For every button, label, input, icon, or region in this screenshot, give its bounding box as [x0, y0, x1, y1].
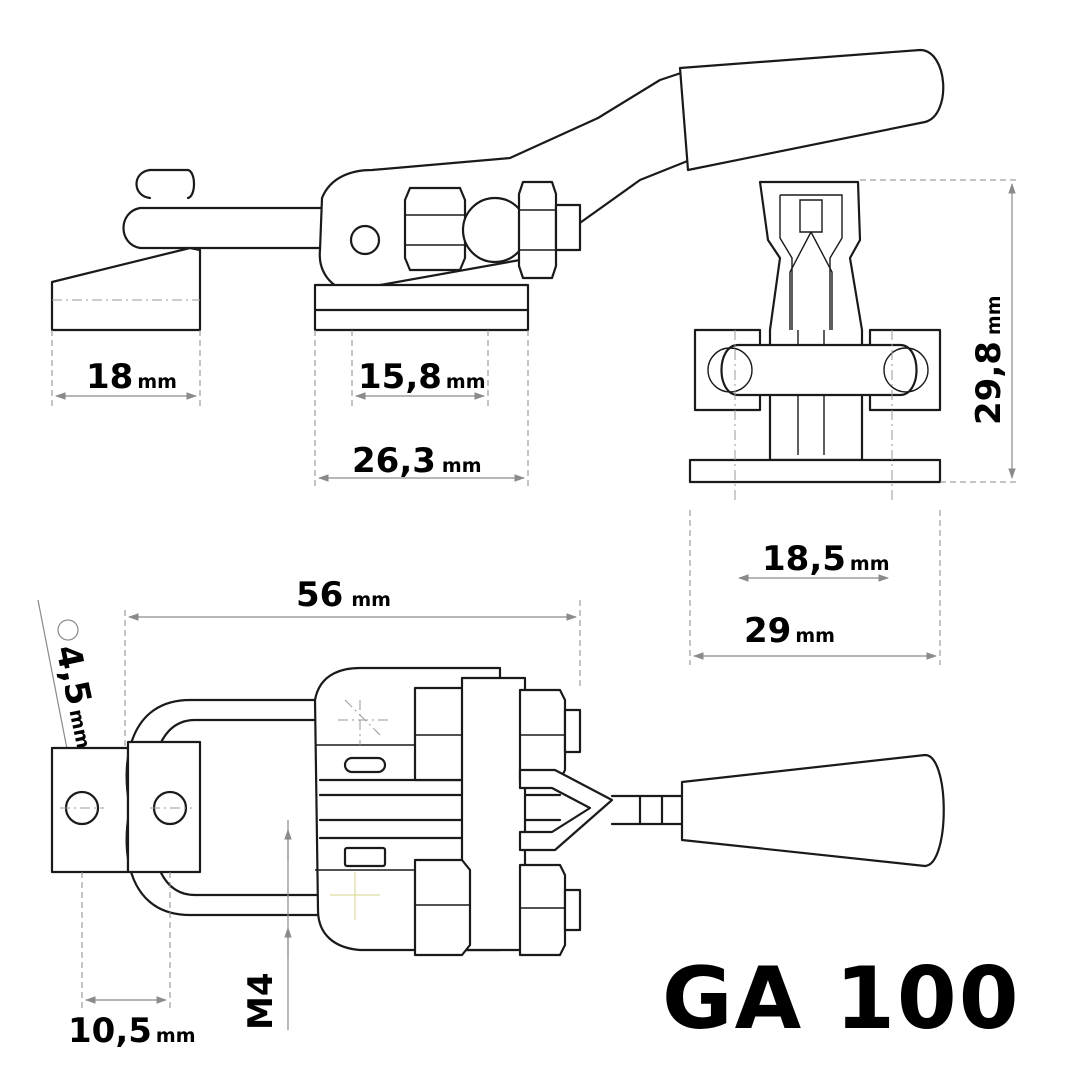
bottom-nut-1: [413, 858, 472, 957]
top-handle-grip: [680, 753, 945, 868]
handle-shaft: [610, 794, 687, 826]
front-body: [758, 180, 864, 462]
ball-joint: [461, 196, 529, 264]
hook-plate: [50, 746, 130, 874]
loop-bar: [720, 343, 918, 397]
slide-block: [460, 676, 527, 952]
front-base: [688, 458, 942, 484]
handle-grip: [678, 48, 945, 172]
model-title: GA 100: [662, 949, 1021, 1049]
hex-nut: [403, 186, 467, 272]
screw-end: [554, 203, 582, 252]
hook-base: [50, 246, 202, 332]
hook-tip: [135, 168, 152, 200]
mounting-base: [313, 283, 530, 332]
bottom-nut-2: [518, 863, 567, 957]
lock-nut: [517, 180, 558, 280]
dim-height: 29,8mm: [969, 296, 1009, 426]
pivot-pin: [349, 224, 381, 256]
toggle-link: [518, 768, 614, 852]
dim-thread: M4: [241, 973, 281, 1031]
hook-block: [126, 740, 202, 874]
